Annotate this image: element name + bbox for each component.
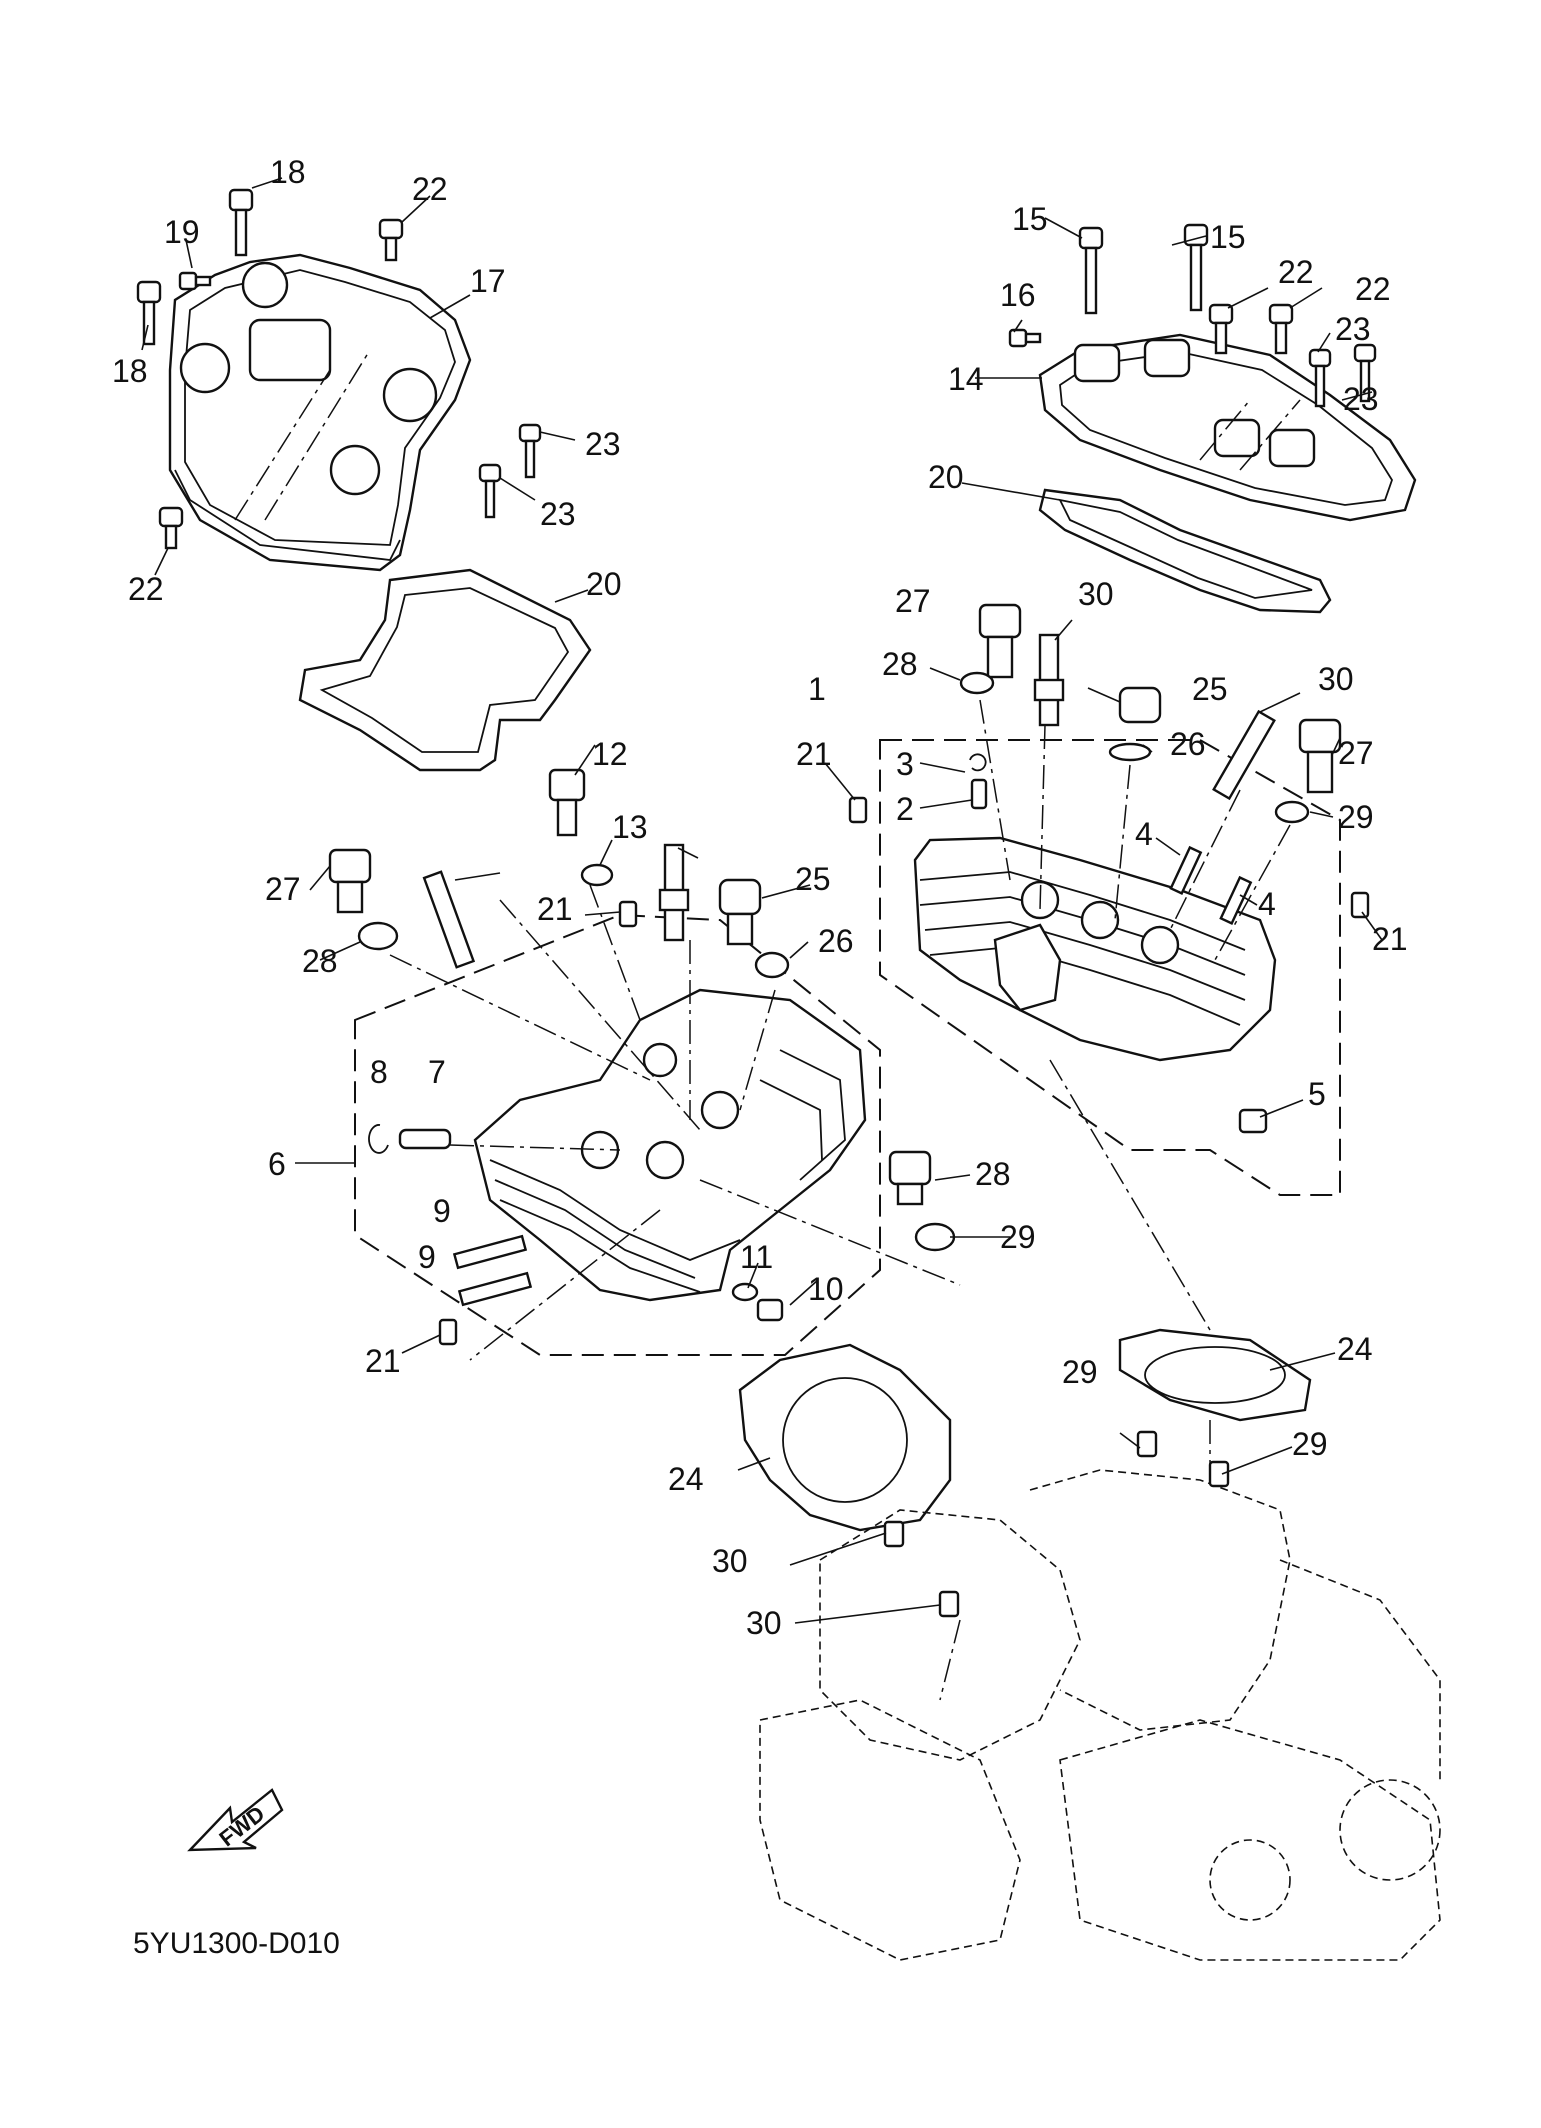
- callout-15: 15: [1012, 201, 1048, 237]
- callout-22b: 22: [128, 571, 164, 607]
- callout-21d: 21: [365, 1343, 401, 1379]
- rear-cover-gasket: [298, 568, 592, 772]
- callout-5: 5: [1308, 1076, 1326, 1112]
- callout-9b: 9: [418, 1239, 436, 1275]
- callout-25: 25: [1192, 671, 1228, 707]
- callout-27: 27: [265, 871, 301, 907]
- callout-28d: 29: [1000, 1219, 1036, 1255]
- callout-30b: 30: [1318, 661, 1354, 697]
- callout-11: 11: [740, 1239, 773, 1275]
- callout-22d: 22: [1355, 271, 1391, 307]
- callout-27d: 28: [975, 1156, 1011, 1192]
- callout-28c: 29: [1338, 799, 1374, 835]
- callout-29d: 30: [746, 1605, 782, 1641]
- rear-head-assembly-box: [354, 913, 881, 1356]
- callout-18b: 18: [112, 353, 148, 389]
- callout-15b: 15: [1210, 219, 1246, 255]
- rear-head-cover: [168, 253, 472, 572]
- callout-21c: 21: [1372, 921, 1408, 957]
- callout-25b: 25: [795, 861, 831, 897]
- diagram-code: 5YU1300-D010: [133, 1927, 340, 1960]
- callout-21b: 21: [537, 891, 573, 927]
- engine-block-outline: [759, 1469, 1441, 1961]
- fwd-arrow-icon: [187, 1788, 284, 1852]
- callout-24: 24: [1337, 1331, 1373, 1367]
- callout-12: 12: [592, 736, 628, 772]
- callout-17: 17: [470, 263, 506, 299]
- callout-26: 26: [1170, 726, 1206, 762]
- callout-20b: 20: [928, 459, 964, 495]
- callout-27b: 27: [895, 583, 931, 619]
- callout-22c: 22: [1278, 254, 1314, 290]
- callout-28b: 28: [882, 646, 918, 682]
- head-gasket-rear: [738, 1343, 952, 1532]
- callout-1: 1: [808, 671, 826, 707]
- callout-20: 20: [586, 566, 622, 602]
- callout-23b: 23: [540, 496, 576, 532]
- callout-29: 29: [1062, 1354, 1098, 1390]
- callout-26b: 26: [818, 923, 854, 959]
- callout-3: 3: [896, 746, 914, 782]
- front-cylinder-head: [913, 836, 1277, 1062]
- callout-23: 23: [585, 426, 621, 462]
- callout-24b: 24: [668, 1461, 704, 1497]
- callout-27c: 27: [1338, 735, 1374, 771]
- callout-14: 14: [948, 361, 984, 397]
- callout-10: 10: [808, 1271, 844, 1307]
- callout-16: 16: [1000, 277, 1036, 313]
- callout-28: 28: [302, 943, 338, 979]
- callout-21: 21: [796, 736, 832, 772]
- callout-19: 19: [164, 214, 200, 250]
- callout-13: 13: [612, 809, 648, 845]
- fasteners: [136, 188, 1377, 1852]
- callout-2: 2: [896, 791, 914, 827]
- callout-8: 8: [370, 1054, 388, 1090]
- callout-23d: 23: [1343, 381, 1379, 417]
- callout-4b: 4: [1258, 886, 1276, 922]
- callouts: 1 2 3 4 4 5 6 7 8 9 9 10 11 12 13 14 15 …: [112, 154, 1408, 1641]
- callout-22: 22: [412, 171, 448, 207]
- front-cover-gasket: [1038, 488, 1332, 614]
- callout-29c: 30: [712, 1543, 748, 1579]
- rear-cylinder-head: [473, 988, 867, 1302]
- callout-29b: 29: [1292, 1426, 1328, 1462]
- callout-4: 4: [1135, 816, 1153, 852]
- callout-6: 6: [268, 1146, 286, 1182]
- callout-7: 7: [428, 1054, 446, 1090]
- head-gasket-front: [1118, 1328, 1312, 1422]
- callout-18: 18: [270, 154, 306, 190]
- callout-9: 9: [433, 1193, 451, 1229]
- callout-30: 30: [1078, 576, 1114, 612]
- leader-lines: [141, 177, 1383, 1701]
- callout-23c: 23: [1335, 311, 1371, 347]
